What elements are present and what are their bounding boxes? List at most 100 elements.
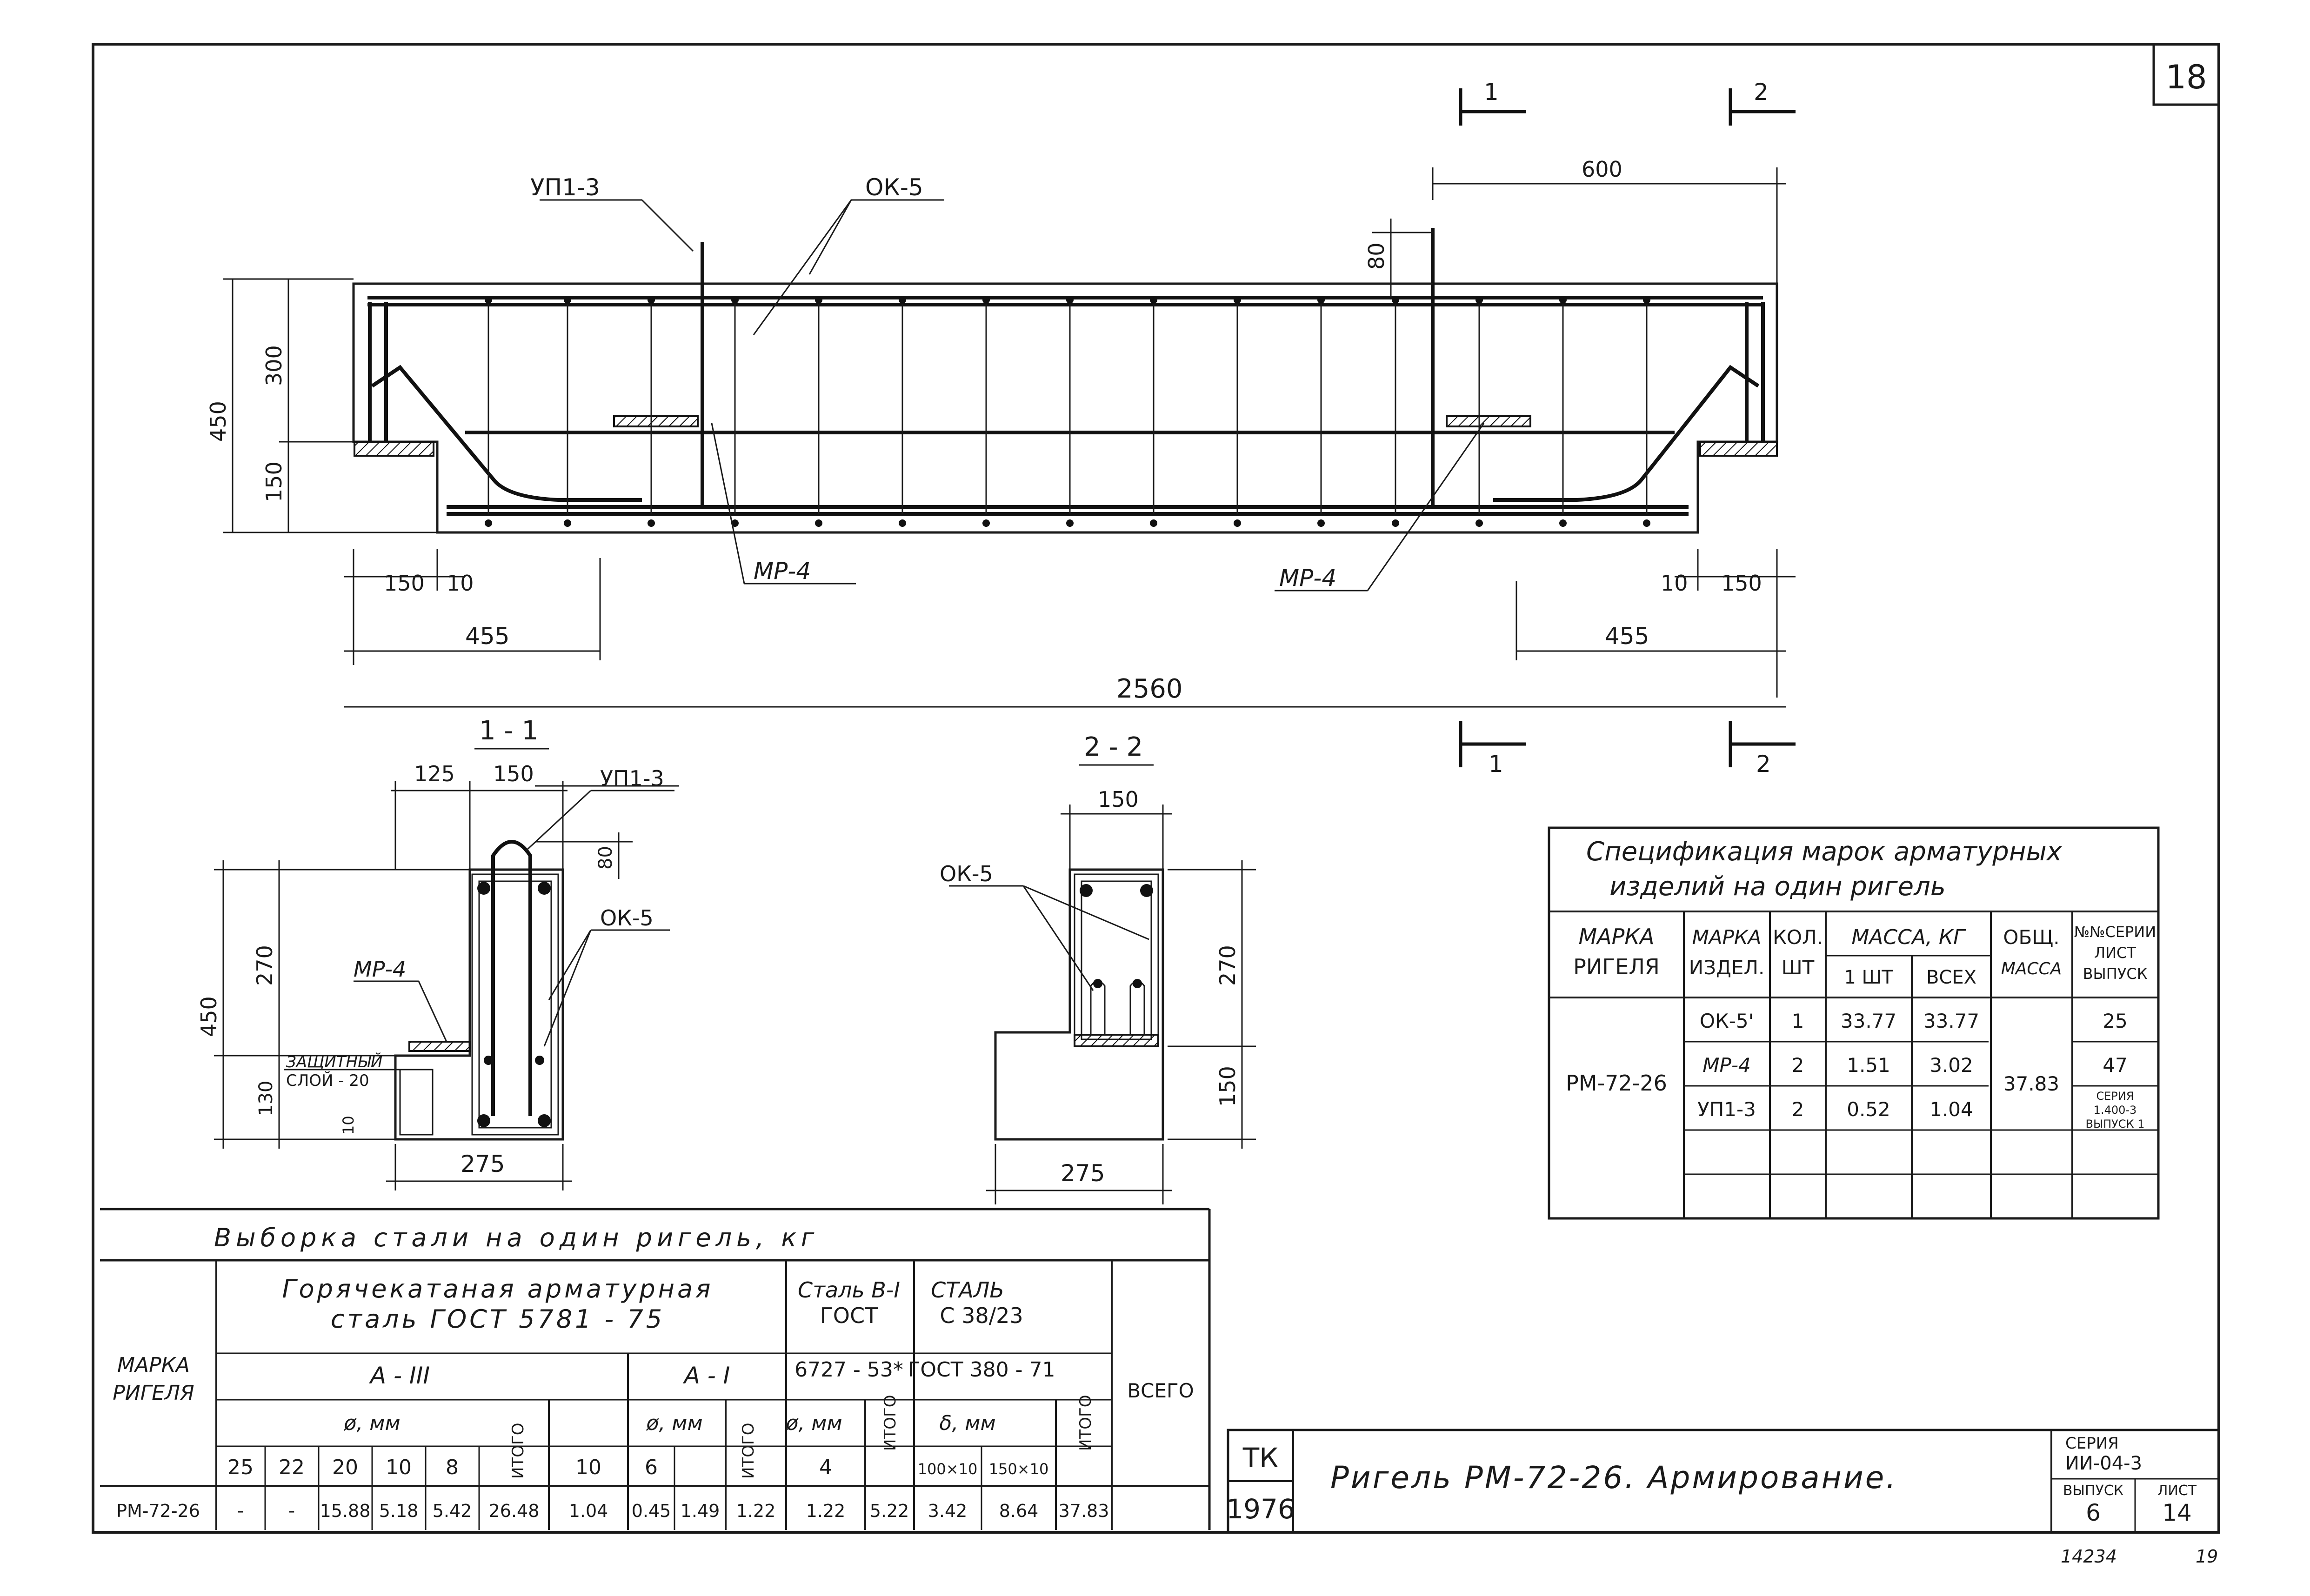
spec-cell: УП1-3 (1697, 1098, 1756, 1121)
steel-cell: 1.49 (681, 1501, 720, 1521)
dim-150-left: 150 (384, 571, 425, 596)
title-issue-value: 6 (2086, 1499, 2101, 1526)
section-1-drawing (394, 840, 564, 1141)
s1-callout-up1-3: УП1-3 (600, 766, 664, 791)
s1-cover-line1: ЗАЩИТНЫЙ (286, 1052, 382, 1071)
s1-dim-275: 275 (461, 1150, 505, 1177)
s1-cover-line2: СЛОЙ - 20 (286, 1071, 369, 1090)
spec-row-1: ОК-5' 1 33.77 33.77 25 (1700, 1010, 2128, 1032)
steel-delta: δ, мм (939, 1411, 995, 1435)
subcol: 4 (819, 1456, 832, 1479)
spec-title-line1: Спецификация марок арматурных (1586, 837, 2063, 867)
spec-cell: 2 (1792, 1098, 1804, 1121)
spec-h-mark-girder-1: МАРКА (1578, 924, 1654, 949)
steel-mark-2: РИГЕЛЯ (113, 1381, 194, 1405)
s2-dim-275: 275 (1061, 1160, 1105, 1187)
s1-dim-80: 80 (595, 846, 616, 870)
spec-h-mass-all: ВСЕХ (1926, 967, 1976, 988)
sheet-frame (92, 43, 2220, 1534)
footer-inv-number: 14234 (2061, 1546, 2117, 1567)
subcol: 10 (575, 1456, 601, 1479)
title-block (1227, 1429, 2220, 1534)
steel-mark-1: МАРКА (117, 1353, 190, 1377)
subcol: 22 (279, 1456, 305, 1479)
steel-b1-3: 6727 - 53* (794, 1358, 903, 1382)
spec-cell: СЕРИЯ (2096, 1090, 2134, 1103)
dim-600: 600 (1582, 157, 1622, 182)
spec-h-mass-one: 1 ШТ (1844, 967, 1893, 988)
steel-diam-b1: ø, мм (785, 1411, 842, 1435)
subcol: 20 (332, 1456, 358, 1479)
s1-callout-ok5: ОК-5 (600, 905, 654, 931)
steel-cell: 1.22 (806, 1501, 846, 1521)
spec-cell: 0.52 (1847, 1098, 1890, 1121)
spec-total-mass: 37.83 (2003, 1072, 2059, 1095)
subcol: 8 (446, 1456, 459, 1479)
elevation-leaders (540, 199, 1485, 592)
steel-diam-a3: ø, мм (343, 1411, 400, 1435)
dim-150-right: 150 (1721, 571, 1762, 596)
steel-cell: 37.83 (1059, 1501, 1109, 1521)
spec-cell: 1 (1792, 1010, 1804, 1032)
steel-cell: 5.42 (433, 1501, 472, 1521)
dim-150: 150 (261, 461, 287, 502)
spec-row-2: МР-4 2 1.51 3.02 47 (1702, 1054, 2127, 1077)
steel-cell: 5.22 (870, 1501, 909, 1521)
spec-title-line2: изделий на один ригель (1609, 871, 1946, 902)
steel-cell: - (237, 1500, 244, 1522)
spec-h-series-3: ВЫПУСК (2083, 965, 2148, 983)
steel-itogo-2: ИТОГО (739, 1423, 758, 1479)
spec-cell: 47 (2103, 1054, 2127, 1077)
section-cut-marks (1459, 88, 1796, 767)
section-1-leaders (284, 790, 674, 1071)
callout-ok5: ОК-5 (865, 174, 923, 201)
title-sheet-label: ЛИСТ (2157, 1483, 2197, 1499)
steel-cell: 3.42 (928, 1501, 968, 1521)
subcol: 10 (386, 1456, 412, 1479)
callout-mr4-right: МР-4 (1279, 565, 1336, 592)
spec-cell: 25 (2103, 1010, 2127, 1032)
spec-h-qty-1: КОЛ. (1773, 926, 1823, 949)
spec-h-mark-girder-2: РИГЕЛЯ (1573, 954, 1660, 979)
steel-cell: 1.22 (736, 1501, 776, 1521)
cut-mark-1-bottom: 1 (1489, 751, 1503, 778)
steel-cell: 8.64 (999, 1501, 1039, 1521)
callout-up1-3: УП1-3 (530, 174, 600, 201)
title-code: ТК (1242, 1442, 1279, 1474)
spec-h-mass: МАССА, КГ (1851, 925, 1966, 949)
spec-cell: ОК-5' (1700, 1010, 1754, 1032)
callout-mr4-left: МР-4 (754, 558, 811, 585)
spec-cell: ВЫПУСК 1 (2085, 1117, 2144, 1130)
section-2-title: 2 - 2 (1084, 732, 1143, 762)
steel-b1-1: Сталь В-I (798, 1277, 900, 1303)
spec-cell: МР-4 (1702, 1054, 1750, 1077)
steel-cell: 0.45 (632, 1501, 671, 1521)
title-sheet-value: 14 (2162, 1499, 2192, 1526)
title-main: Ригель РМ-72-26. Армирование. (1330, 1460, 1897, 1496)
steel-cell: 1.04 (569, 1501, 608, 1521)
section-1-dimensions (214, 781, 679, 1190)
steel-row: РМ-72-26 - - 15.88 5.18 5.42 26.48 1.04 … (116, 1500, 1109, 1522)
spec-cell: 3.02 (1929, 1054, 1973, 1077)
spec-table (1548, 826, 2160, 1220)
spec-h-series-2: ЛИСТ (2094, 944, 2136, 962)
spec-h-mark-item-2: ИЗДЕЛ. (1689, 956, 1765, 979)
dim-2560: 2560 (1116, 674, 1183, 704)
cut-mark-1-top: 1 (1484, 79, 1499, 106)
s1-dim-10: 10 (340, 1116, 357, 1135)
s2-dim-150-vert: 150 (1215, 1066, 1240, 1107)
steel-subcols: 25 22 20 10 8 10 6 4 100×10 150×10 (227, 1456, 1048, 1479)
spec-h-mark-item-1: МАРКА (1692, 926, 1762, 949)
steel-b1-2: ГОСТ (820, 1303, 878, 1328)
section-2-dimensions (986, 805, 1256, 1204)
title-issue-label: ВЫПУСК (2063, 1483, 2123, 1499)
steel-itogo-4: ИТОГО (1076, 1395, 1095, 1451)
title-year: 1976 (1226, 1493, 1295, 1525)
section-1-title: 1 - 1 (479, 716, 538, 746)
steel-cell: 15.88 (320, 1501, 371, 1521)
steel-diam-a1: ø, мм (646, 1411, 702, 1435)
steel-total-col: ВСЕГО (1127, 1379, 1194, 1402)
subcol: 150×10 (989, 1460, 1049, 1478)
s1-dim-150: 150 (493, 761, 534, 786)
stirrups (485, 296, 1650, 527)
